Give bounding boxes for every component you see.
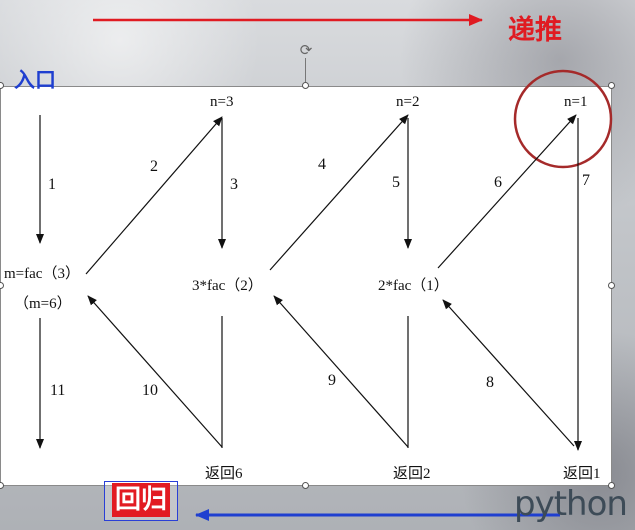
step-4: 4 (318, 156, 326, 173)
step-6: 6 (494, 174, 502, 191)
recursion-label: 递推 (508, 15, 562, 46)
diagram-frame[interactable] (0, 86, 612, 486)
step-9: 9 (328, 372, 336, 389)
entry-label: 入口 (14, 68, 56, 92)
python-watermark: python (514, 484, 628, 524)
resize-handle-top-center[interactable] (302, 82, 309, 89)
step-5: 5 (392, 174, 400, 191)
resize-handle-top-right[interactable] (608, 82, 615, 89)
arrow-8 (442, 299, 575, 447)
node-ret1: 返回1 (563, 466, 601, 482)
resize-handle-bottom-left[interactable] (0, 482, 4, 489)
arrow-4 (269, 114, 409, 271)
step-10: 10 (142, 382, 158, 399)
step-3: 3 (230, 176, 238, 193)
resize-handle-bottom-center[interactable] (302, 482, 309, 489)
rotate-stem (305, 58, 306, 82)
step-8: 8 (486, 374, 494, 391)
return-label: 回归 (112, 483, 171, 517)
node-ret2: 返回2 (393, 466, 431, 482)
rotate-icon[interactable]: ⟳ (299, 41, 313, 59)
node-n3: n=3 (210, 94, 234, 110)
resize-handle-middle-left[interactable] (0, 282, 4, 289)
node-m-fac3: m=fac（3） (4, 266, 80, 282)
resize-handle-middle-right[interactable] (608, 282, 615, 289)
highlight-circle (513, 69, 613, 169)
arrow-9 (273, 295, 409, 448)
node-ret6: 返回6 (205, 466, 243, 482)
resize-handle-bottom-right[interactable] (608, 482, 615, 489)
node-n2: n=2 (396, 94, 420, 110)
resize-handle-top-left[interactable] (0, 82, 4, 89)
node-fac2: 3*fac（2） (192, 278, 263, 294)
node-m-value: （m=6） (14, 296, 72, 312)
arrow-10 (87, 295, 223, 448)
step-7: 7 (582, 172, 590, 189)
node-n1: n=1 (564, 94, 588, 110)
step-11: 11 (50, 382, 66, 399)
step-1: 1 (48, 176, 56, 193)
node-fac1: 2*fac（1） (378, 278, 449, 294)
arrow-6 (437, 114, 577, 269)
arrow-2 (85, 116, 223, 275)
step-2: 2 (150, 158, 158, 175)
